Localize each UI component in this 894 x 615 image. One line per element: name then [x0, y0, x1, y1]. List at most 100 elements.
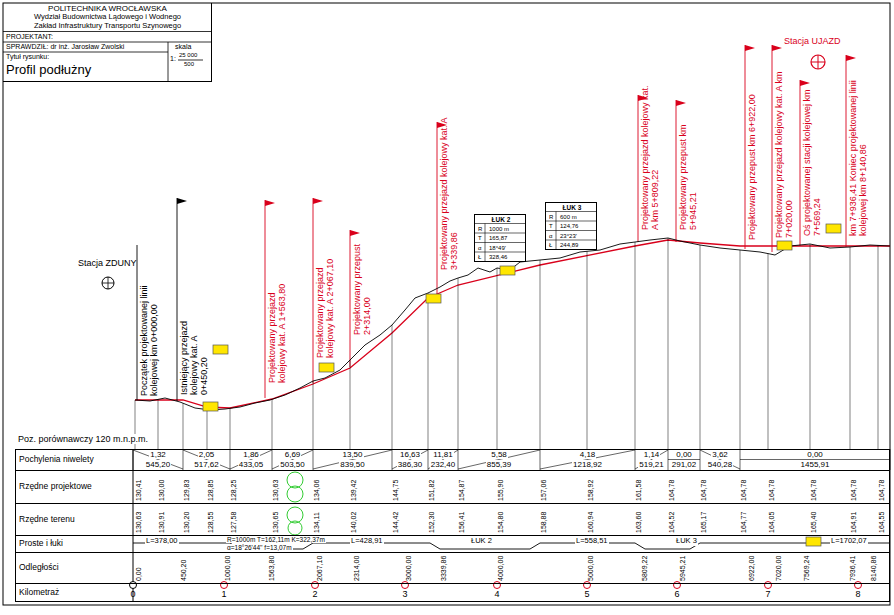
title-block: POLITECHNIKA WROCŁAWSKAWydział Budownict… — [3, 3, 212, 82]
alignment-label: ŁUK 3 — [675, 537, 698, 546]
table-row-band: Kilometraż — [15, 583, 890, 602]
comment-marker — [319, 363, 334, 372]
node-text: R — [549, 214, 553, 221]
km-number: 1 — [221, 589, 226, 599]
km-number: 3 — [402, 589, 407, 599]
title-block-grid — [3, 32, 212, 83]
grade-line — [230, 450, 272, 469]
distance-value: 6922,00 — [748, 556, 756, 581]
elevation-value: 129,83 — [183, 480, 191, 501]
elevation-value: 158,92 — [587, 480, 595, 501]
elevation-value: 165,17 — [700, 512, 708, 533]
grade-value: 1,14 — [643, 450, 661, 459]
elevation-value: 130,41 — [135, 480, 143, 501]
node-heading: Rzędne projektowe — [19, 482, 92, 492]
grid-line — [556, 212, 557, 251]
km-number: 5 — [584, 589, 589, 599]
alignment-label: R=1000m T=162,11m K=322,37m — [226, 536, 326, 543]
km-number: 8 — [855, 589, 860, 599]
flag-symbol — [772, 45, 782, 51]
grade-line — [700, 450, 740, 469]
leader-line — [638, 95, 639, 242]
elevation-value: 164,55 — [878, 512, 886, 533]
grade-value: 545,20 — [145, 460, 171, 469]
grade-value: 16,63 — [399, 450, 421, 459]
node-text: 244,89 — [560, 242, 578, 249]
km-number: 4 — [494, 589, 499, 599]
elevation-value: 164,52 — [668, 512, 676, 533]
elevation-value: 130,63 — [135, 512, 143, 533]
elevation-value: 139,42 — [350, 480, 358, 501]
grade-line — [540, 450, 635, 469]
grade-value: 4,18 — [579, 450, 597, 459]
ordinate-line — [810, 244, 811, 449]
km-number: 6 — [674, 589, 679, 599]
check-circle — [287, 486, 303, 502]
ordinate-line — [313, 381, 314, 449]
ordinate-line — [207, 410, 208, 449]
alignment-label: ŁUK 2 — [470, 537, 493, 546]
elevation-value: 164,78 — [850, 480, 858, 501]
annotation-text: Projektowany przepust 2+314,00 — [353, 235, 373, 335]
annotation-text: Projektowany przejazd kolejowy kat. A km… — [775, 53, 795, 238]
distance-value: 5000,00 — [587, 556, 595, 581]
check-circle — [288, 521, 302, 535]
annotation-text: Projektowany przepust km 5+945,21 — [679, 100, 699, 230]
table-row-band: Rzędne terenu — [15, 503, 890, 535]
grade-line — [313, 450, 392, 469]
grade-value: 1455,91 — [800, 460, 831, 469]
distance-value: 7936,41 — [849, 556, 857, 581]
leader-line — [772, 45, 773, 252]
elevation-value: 157,06 — [540, 480, 548, 501]
grade-separator — [392, 449, 393, 470]
grid-line — [545, 221, 597, 222]
node-text: PROJEKTANT: — [6, 33, 53, 41]
terrain-line — [135, 238, 890, 410]
annotation-text: Oś projektowanej stacji kolejowej km 7+5… — [803, 76, 823, 236]
grade-value: 1218,92 — [572, 460, 603, 469]
ordinate-line — [540, 260, 541, 449]
elevation-value: 161,58 — [635, 480, 643, 501]
grade-value: 386,30 — [397, 460, 423, 469]
ordinate-line — [230, 408, 231, 449]
grade-value: 232,40 — [430, 460, 456, 469]
elevation-value: 164,78 — [668, 480, 676, 501]
elevation-value: 151,82 — [428, 480, 436, 501]
elevation-value: 154,80 — [497, 512, 505, 533]
elevation-value: 130,20 — [183, 512, 191, 533]
ordinate-line — [158, 399, 159, 449]
grade-value: 11,81 — [432, 450, 453, 459]
distance-value: 1563,80 — [268, 556, 276, 581]
table-row-band: Odległości — [15, 552, 890, 583]
node-text: 500 — [184, 61, 194, 68]
flag-symbol — [676, 100, 686, 106]
comment-marker — [826, 224, 841, 233]
leader-line — [313, 198, 314, 383]
elevation-value: 154,87 — [458, 480, 466, 501]
elevation-value: 152,30 — [428, 512, 436, 533]
elevation-value: 128,85 — [207, 480, 215, 501]
elevation-value: 164,91 — [850, 512, 858, 533]
node-heading: Proste i łuki — [19, 539, 63, 549]
grade-separator — [540, 449, 541, 470]
grade-value: 291,02 — [671, 460, 697, 469]
node-text: Ł — [549, 242, 552, 249]
elevation-value: 134,11 — [313, 512, 321, 533]
distance-value: 7569,24 — [803, 556, 811, 581]
elevation-value: 127,58 — [230, 512, 238, 533]
grade-value: 1,32 — [149, 450, 167, 459]
grade-separator — [230, 449, 231, 470]
grade-value: 5,58 — [490, 450, 508, 459]
node-text: Wydział Budownictwa Lądowego i Wodnego — [34, 13, 181, 22]
flag-symbol — [177, 198, 187, 204]
node-text: Tytuł rysunku: — [6, 53, 49, 61]
grid-line — [485, 224, 486, 263]
datum-label: Poz. porównawczy 120 m.n.p.m. — [17, 434, 149, 444]
node-text: 23°23' — [560, 233, 577, 240]
node-heading: ŁUK 3 — [563, 204, 582, 211]
station-name: Stacja ZDUNY — [78, 258, 137, 268]
node-text: α — [549, 233, 552, 240]
node-text: Zakład Infrastruktury Transportu Szynowe… — [34, 22, 181, 31]
grid-line — [474, 223, 526, 224]
